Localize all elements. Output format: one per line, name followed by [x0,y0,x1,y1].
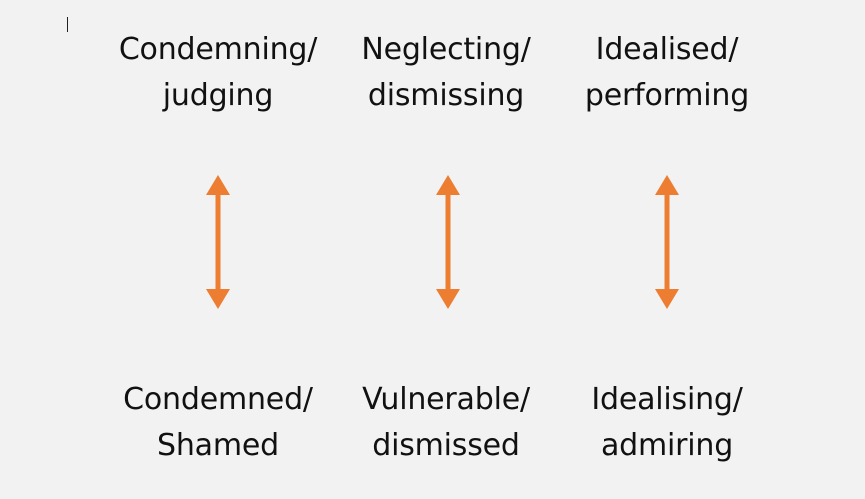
top-label-line1: Idealised/ [595,32,739,67]
arrow-down-head [655,289,679,309]
top-label-line2: dismissing [367,78,525,113]
top-label-line1: Neglecting/ [361,32,531,67]
double-arrow-icon [206,175,230,309]
bottom-label-line2: Shamed [157,428,279,463]
double-arrow-icon [436,175,460,309]
bottom-label-line2: admiring [600,428,734,463]
top-label-idealised: Idealised/ performing [547,27,787,119]
bottom-label-condemned: Condemned/ Shamed [98,377,338,469]
bottom-label-vulnerable: Vulnerable/ dismissed [326,377,566,469]
arrow-up-head [655,175,679,195]
text-cursor [67,17,68,32]
top-label-neglecting: Neglecting/ dismissing [326,27,566,119]
top-label-line1: Condemning/ [118,32,318,67]
top-label-line2: judging [162,78,274,113]
bottom-label-line1: Vulnerable/ [362,382,530,417]
arrow-down-head [206,289,230,309]
arrow-up-head [436,175,460,195]
arrow-shaft [664,193,670,291]
bottom-label-line1: Condemned/ [123,382,313,417]
arrow-shaft [215,193,221,291]
bottom-label-line2: dismissed [372,428,520,463]
bottom-label-line1: Idealising/ [591,382,743,417]
bottom-label-idealising: Idealising/ admiring [547,377,787,469]
top-label-condemning: Condemning/ judging [98,27,338,119]
top-label-line2: performing [584,78,750,113]
arrow-down-head [436,289,460,309]
arrow-shaft [445,193,451,291]
double-arrow-icon [655,175,679,309]
arrow-up-head [206,175,230,195]
